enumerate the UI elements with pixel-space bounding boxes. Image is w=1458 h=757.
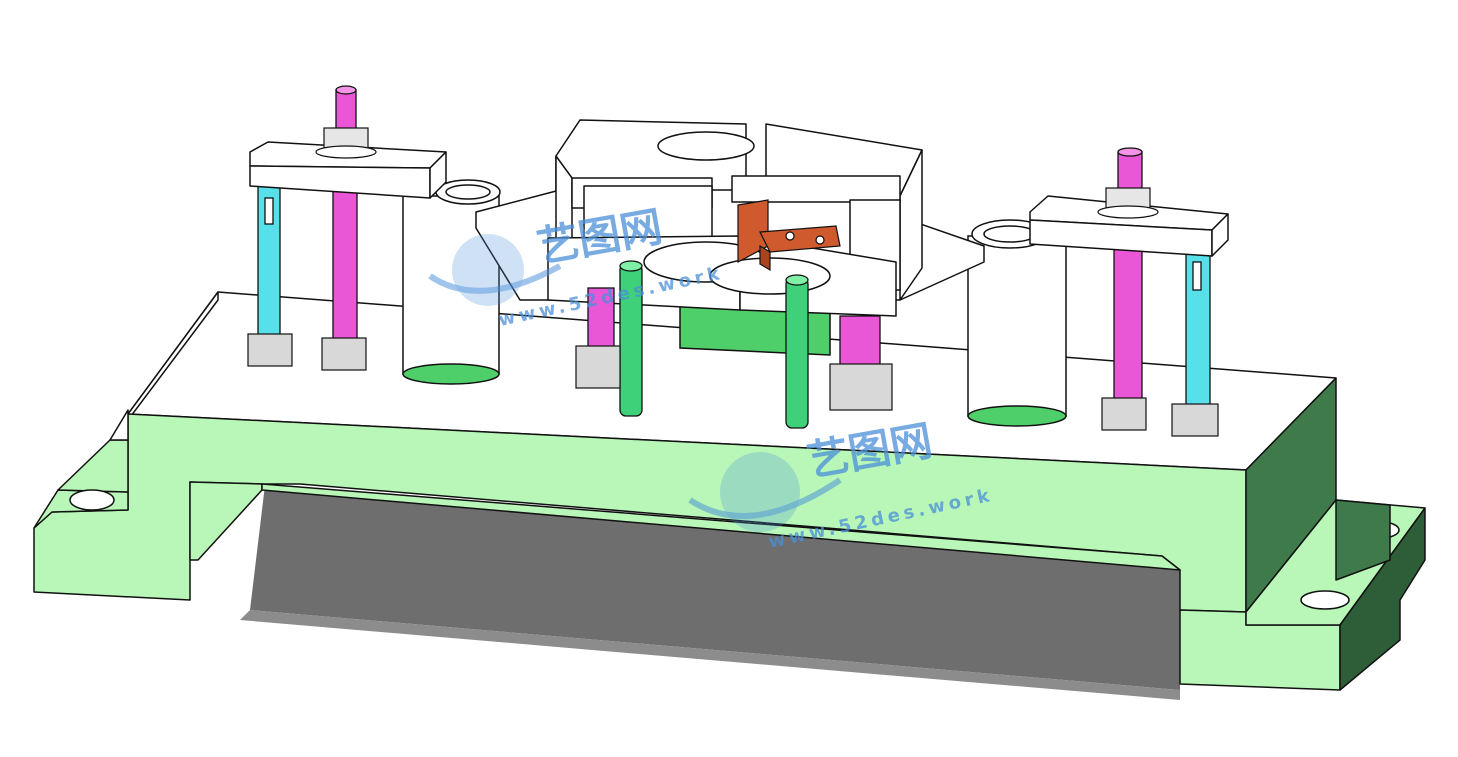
nut-base-3	[575, 345, 621, 389]
right-bushing	[967, 219, 1067, 427]
center-clamp-frame	[475, 119, 985, 317]
nut-top-right	[1105, 187, 1151, 209]
nut-base-2	[321, 337, 367, 371]
nut-base-6	[1171, 403, 1219, 437]
nut-group	[247, 127, 1219, 437]
nut-base-5	[1101, 397, 1147, 431]
nut-base-4	[829, 363, 893, 411]
cyan-pin-group	[257, 185, 1211, 411]
base-shadow	[240, 485, 1180, 700]
green-pin-right	[785, 277, 809, 429]
orange-workpiece	[737, 199, 841, 272]
nut-top-left	[323, 127, 369, 149]
magenta-stud-right-lower	[1113, 245, 1143, 407]
magenta-stud-left-lower	[332, 189, 358, 341]
nut-base-1	[247, 333, 293, 367]
green-pin-group	[619, 260, 809, 429]
